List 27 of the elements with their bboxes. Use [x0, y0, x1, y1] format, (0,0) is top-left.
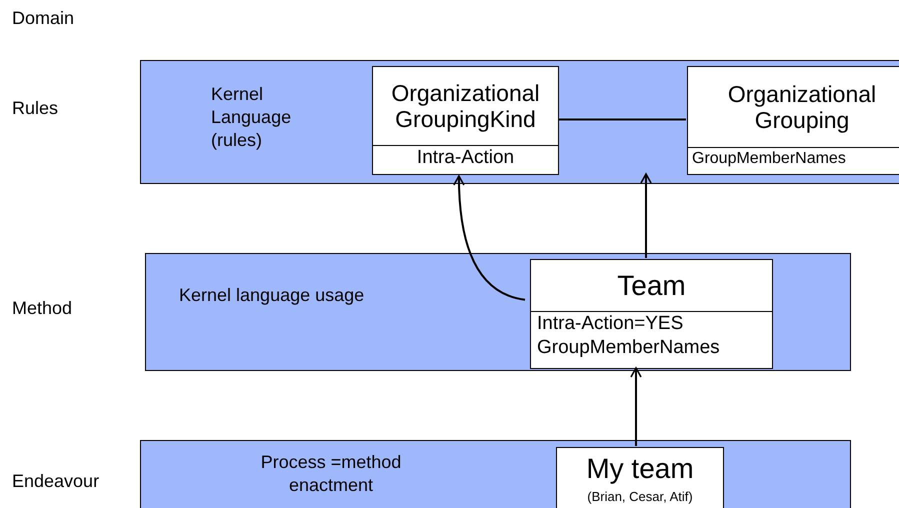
class-box: [530, 259, 773, 369]
class-attribute: GroupMemberNames: [691, 149, 847, 169]
class-attribute: Intra-Action: [416, 146, 516, 170]
association-line: [558, 118, 686, 120]
layer-name: Endeavour: [12, 471, 100, 492]
class-box: [687, 66, 899, 175]
class-attribute: GroupMemberNames: [536, 336, 721, 360]
arrow: [640, 173, 652, 258]
class-name: Organizational Grouping: [688, 67, 899, 148]
layer-label: Kernel Language (rules): [211, 83, 292, 152]
layer-name: Domain: [12, 8, 74, 29]
class-attribute: (Brian, Cesar, Atif): [586, 488, 694, 506]
layer-name: Rules: [12, 98, 58, 119]
layer-name: Method: [12, 298, 72, 319]
layer-band: [145, 253, 851, 371]
class-name: Team: [531, 260, 772, 312]
layer-label: Process =method enactment: [260, 451, 402, 497]
layer-label: Kernel language usage: [179, 284, 366, 307]
arrow: [453, 175, 526, 301]
arrow: [630, 367, 642, 446]
class-name: Organizational GroupingKind: [373, 67, 558, 146]
class-box: [556, 447, 724, 508]
layer-band: [140, 440, 851, 508]
class-box: [372, 66, 559, 175]
class-attribute: Intra-Action=YES: [536, 312, 684, 336]
layer-band: [140, 60, 899, 184]
class-name: My team: [585, 452, 695, 486]
